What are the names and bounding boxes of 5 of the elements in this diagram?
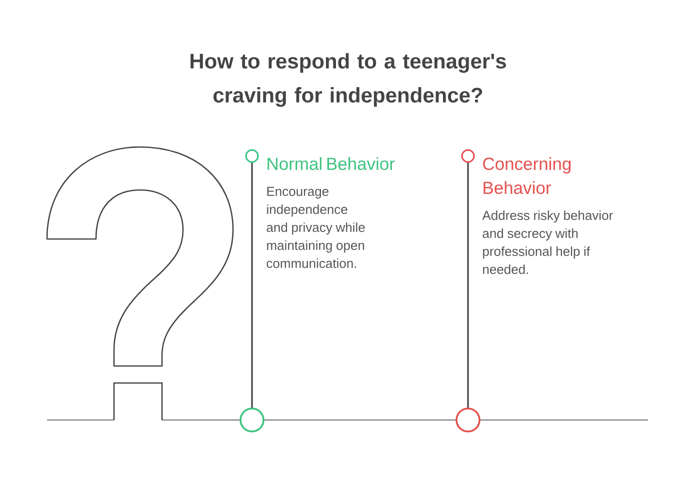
heading: Normal Behavior (268, 157, 395, 170)
heading: Concerning Behavior (483, 157, 571, 194)
description: Address risky behavior and secrecy with professional help if needed. (482, 210, 613, 274)
description: Encourage independence and privacy while maintaining open communication. (266, 186, 365, 268)
title: How to respond to a teenager's craving for independence? (190, 53, 506, 107)
